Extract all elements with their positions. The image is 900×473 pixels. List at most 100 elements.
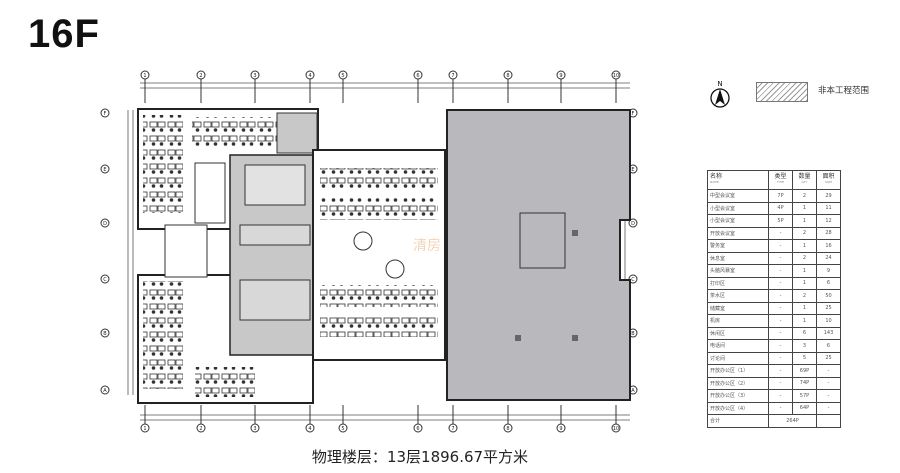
svg-text:F: F	[632, 111, 635, 117]
svg-text:2: 2	[199, 73, 202, 79]
svg-text:E: E	[631, 167, 634, 173]
svg-text:3: 3	[253, 73, 256, 79]
svg-text:C: C	[631, 277, 635, 283]
svg-text:D: D	[103, 221, 107, 227]
cell-name: 开放办公区（2）	[707, 376, 769, 390]
cell-type: -	[768, 389, 793, 403]
svg-text:F: F	[104, 111, 107, 117]
cell-name: 开放办公区（1）	[707, 364, 769, 378]
svg-text:C: C	[103, 277, 107, 283]
cell-area: -	[816, 401, 841, 415]
svg-text:A: A	[631, 388, 635, 394]
floor-area-caption: 物理楼层：13层1896.67平方米	[0, 446, 800, 467]
cell-type: -	[768, 264, 793, 278]
svg-text:10: 10	[613, 73, 619, 79]
legend: N 非本工程范围	[706, 79, 886, 109]
cell-name: 茶水区	[707, 289, 769, 303]
svg-text:7: 7	[451, 426, 454, 432]
cell-area: 25	[816, 301, 841, 315]
svg-text:5: 5	[341, 73, 344, 79]
total-value: 264P	[768, 414, 817, 428]
svg-text:4: 4	[308, 73, 311, 79]
svg-text:2: 2	[199, 426, 202, 432]
non-project-label: 非本工程范围	[818, 86, 870, 96]
svg-text:4: 4	[308, 426, 311, 432]
central-office	[312, 149, 446, 361]
cell-area: 29	[816, 189, 841, 203]
svg-text:B: B	[103, 331, 107, 337]
table-row: 开放办公区（2）-74P-	[707, 376, 841, 390]
non-project-area	[446, 109, 631, 401]
non-project-hatch-swatch	[756, 82, 808, 102]
cell-type: -	[768, 301, 793, 315]
svg-text:7: 7	[451, 73, 454, 79]
table-total-row: 合计 264P	[707, 414, 841, 428]
cell-name: 开放办公区（3）	[707, 389, 769, 403]
cell-name: 警务室	[707, 239, 769, 253]
cell-area: 50	[816, 289, 841, 303]
cell-qty: 2	[792, 226, 817, 240]
cell-name: 开放会议室	[707, 226, 769, 240]
cell-area: -	[816, 389, 841, 403]
cell-area: 11	[816, 201, 841, 215]
cell-type: 5P	[768, 214, 793, 228]
svg-text:1: 1	[143, 426, 146, 432]
table-row: 开放办公区（4）-64P-	[707, 401, 841, 415]
caption-prefix: 物理楼层：	[311, 448, 387, 466]
cell-area: 12	[816, 214, 841, 228]
cell-qty: 5	[792, 351, 817, 365]
svg-text:9: 9	[559, 73, 562, 79]
cell-qty: 1	[792, 276, 817, 290]
cell-area: 6	[816, 276, 841, 290]
cell-name: 开放办公区（4）	[707, 401, 769, 415]
watermark: 清房	[413, 238, 441, 254]
table-row: 开放办公区（1）-69P-	[707, 364, 841, 378]
cell-area: 143	[816, 326, 841, 340]
svg-text:N: N	[717, 80, 722, 88]
cell-type: 4P	[768, 201, 793, 215]
cell-name: 打印区	[707, 276, 769, 290]
cell-qty: 3	[792, 339, 817, 353]
cell-type: -	[768, 364, 793, 378]
cell-qty: 57P	[792, 389, 817, 403]
svg-text:清房: 清房	[413, 238, 441, 254]
cell-type: -	[768, 251, 793, 265]
cell-area: -	[816, 376, 841, 390]
cell-qty: 69P	[792, 364, 817, 378]
svg-text:10: 10	[613, 426, 619, 432]
cell-name: 休息室	[707, 251, 769, 265]
cell-type: -	[768, 376, 793, 390]
floor-label: 16F	[28, 12, 100, 56]
cell-qty: 2	[792, 251, 817, 265]
cell-qty: 1	[792, 314, 817, 328]
total-label: 合计	[707, 414, 769, 428]
cell-qty: 6	[792, 326, 817, 340]
cell-name: 头脑风暴室	[707, 264, 769, 278]
cell-name: 机房	[707, 314, 769, 328]
cell-type: -	[768, 351, 793, 365]
cell-name: 小型会议室	[707, 201, 769, 215]
cell-area: 6	[816, 339, 841, 353]
svg-text:D: D	[631, 221, 635, 227]
core-left	[229, 154, 319, 356]
cell-type: -	[768, 401, 793, 415]
cell-name: 讨论间	[707, 351, 769, 365]
table-row: 开放办公区（3）-57P-	[707, 389, 841, 403]
cell-area: 24	[816, 251, 841, 265]
svg-text:9: 9	[559, 426, 562, 432]
cell-qty: 1	[792, 301, 817, 315]
svg-text:E: E	[103, 167, 106, 173]
